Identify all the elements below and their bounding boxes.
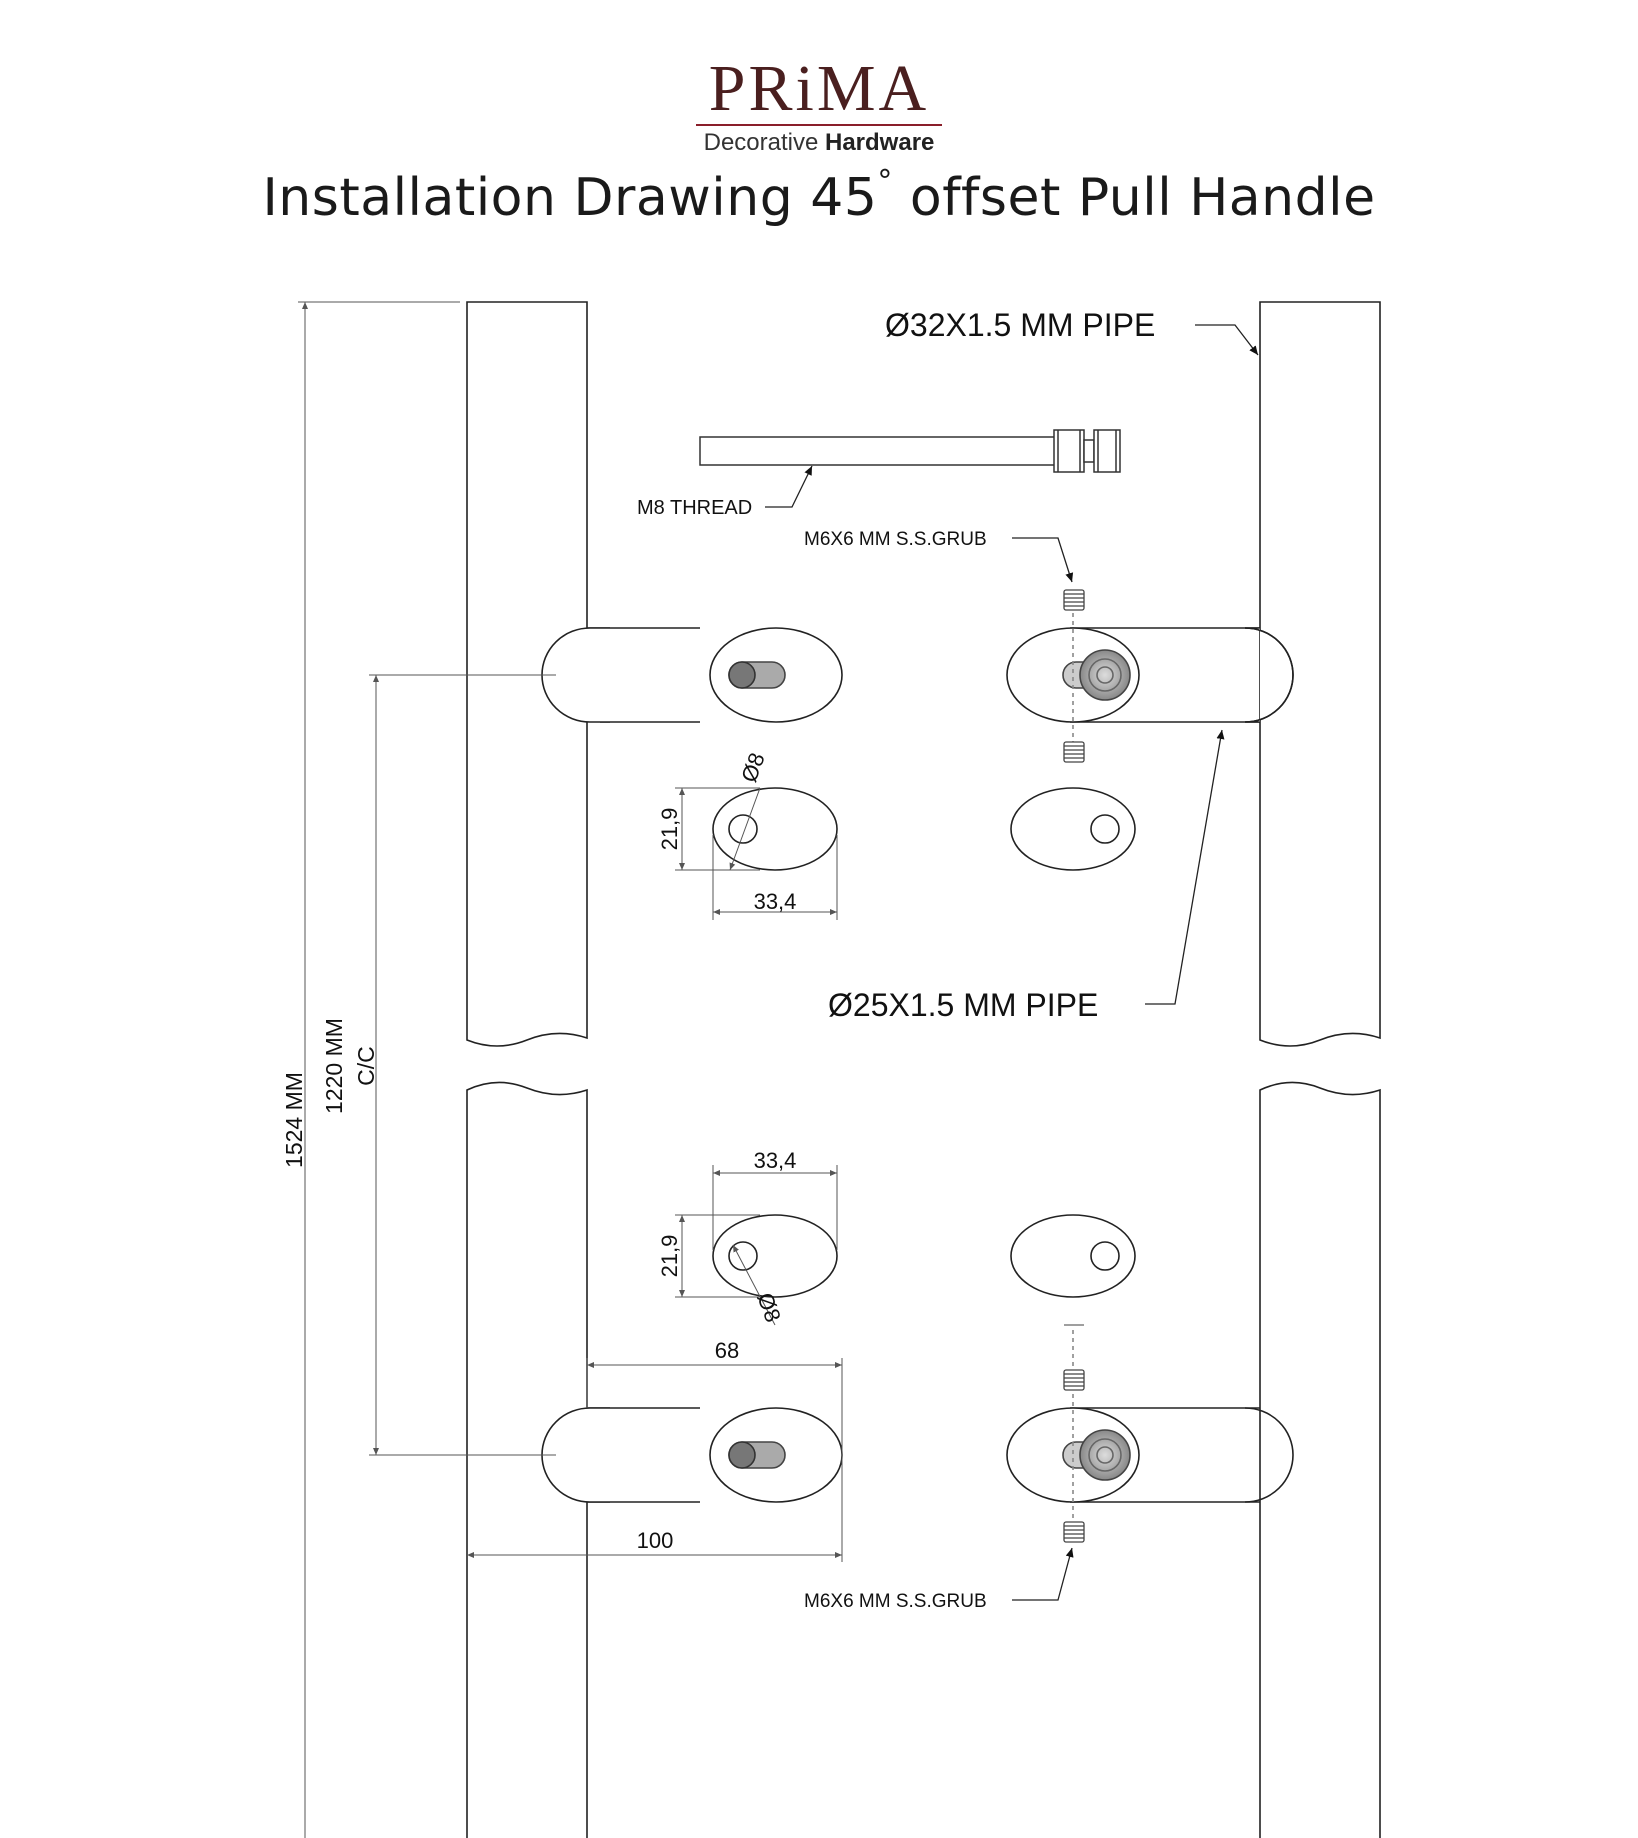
title-degree: ° [877,164,893,199]
oval-plate-top-right [1010,787,1136,871]
grub-screw-icon [1063,589,1085,611]
grub-bottom-label: M6X6 MM S.S.GRUB [804,1591,987,1612]
title-rest: offset Pull Handle [892,168,1376,228]
page-title: Installation Drawing 45° offset Pull Han… [0,164,1638,228]
overall-length-dimension: 1524 MM [281,1072,307,1168]
bottom-right-connector [1006,1330,1294,1540]
oval-height-bottom-dimension: 21,9 [657,1235,682,1278]
hole-dia-top-dimension: Ø8 [736,749,770,785]
leader-lines [765,324,1259,1601]
oval-width-top-dimension: 33,4 [754,889,797,914]
threaded-stud-icon [699,429,1121,473]
offset-68-dimension: 68 [715,1338,739,1363]
grub-screw-icon [1063,741,1085,763]
brand-logo: PRiMA Decorative Hardware [0,56,1638,157]
offset-100-dimension: 100 [637,1528,674,1553]
oval-height-top-dimension: 21,9 [657,808,682,851]
m8-thread-label: M8 THREAD [637,497,752,519]
title-main: Installation Drawing 45 [262,168,878,228]
pipe-32-label: Ø32X1.5 MM PIPE [885,307,1155,343]
oval-plate-bottom-left [712,1214,838,1298]
dimension-lines [298,301,843,1838]
right-pipe [1259,301,1381,1838]
grub-top-label: M6X6 MM S.S.GRUB [804,529,987,550]
grub-screw-icon [1063,1521,1085,1543]
top-right-connector [1006,605,1294,745]
brand-subtitle: Decorative Hardware [0,129,1638,157]
brand-rule [696,124,942,126]
left-pipe [466,301,588,1838]
oval-plate-bottom-right [1010,1214,1136,1298]
top-left-connector [541,627,843,723]
oval-width-bottom-dimension: 33,4 [754,1148,797,1173]
bottom-left-connector [541,1407,843,1503]
pipe-25-label: Ø25X1.5 MM PIPE [828,987,1098,1023]
brand-subtitle-bold: Hardware [825,129,935,156]
grub-screw-icon [1063,1369,1085,1391]
brand-subtitle-light: Decorative [703,129,819,156]
oval-plate-top-left [712,787,838,871]
cc-value-dimension: 1220 MM [321,1018,347,1114]
brand-name: PRiMA [708,52,930,125]
cc-label-dimension: C/C [353,1046,379,1086]
